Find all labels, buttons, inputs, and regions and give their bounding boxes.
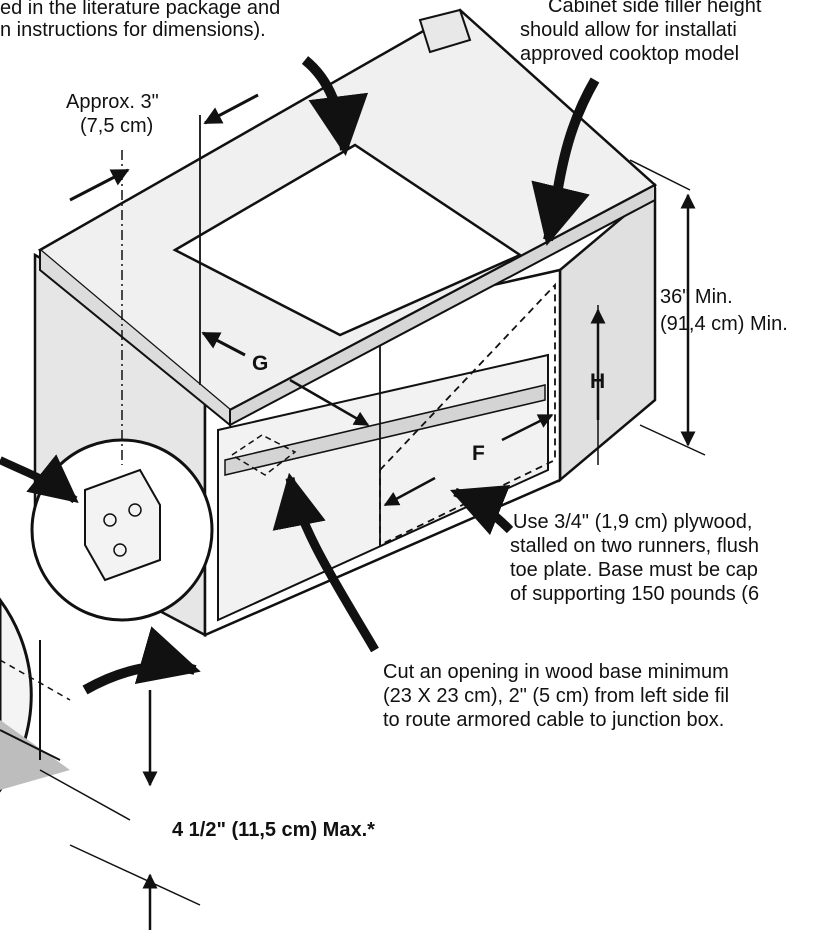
top-right-note-line2: should allow for installati [520, 19, 737, 41]
cut-opening-note-line1: Cut an opening in wood base minimum [383, 661, 729, 683]
max-toe-kick-dimension: 4 1/2" (11,5 cm) Max.* [172, 819, 375, 841]
dimension-letter-h: H [590, 370, 606, 393]
top-left-note-line1: ed in the literature package and [0, 0, 281, 19]
dimension-letter-g: G [252, 352, 269, 375]
plywood-note-line4: of supporting 150 pounds (6 [510, 583, 760, 605]
plywood-note-line2: stalled on two runners, flush [510, 535, 760, 557]
countertop [37, 8, 658, 428]
height-dimension-line2: (91,4 cm) Min. [660, 313, 788, 335]
cut-opening-note-line2: (23 X 23 cm), 2" (5 cm) from left side f… [383, 685, 730, 707]
dimension-lines [39, 115, 706, 930]
approx-dimension-line2: (7,5 cm) [80, 115, 154, 137]
top-left-note-line2: n instructions for dimensions). [0, 19, 266, 41]
top-right-note-line3: approved cooktop model [520, 43, 740, 65]
plywood-note-line1: Use 3/4" (1,9 cm) plywood, [513, 511, 753, 533]
cut-opening-note-line3: to route armored cable to junction box. [383, 709, 725, 731]
top-right-note-line1: Cabinet side filler height [548, 0, 762, 17]
dimension-letter-f: F [472, 442, 485, 465]
approx-dimension-line1: Approx. 3" [66, 91, 159, 113]
height-dimension-line1: 36" Min. [660, 286, 733, 308]
toe-kick-detail-circle [0, 597, 71, 793]
junction-box-detail [30, 438, 214, 622]
plywood-note-line3: toe plate. Base must be cap [510, 559, 758, 581]
pointer-arrows [0, 56, 606, 695]
